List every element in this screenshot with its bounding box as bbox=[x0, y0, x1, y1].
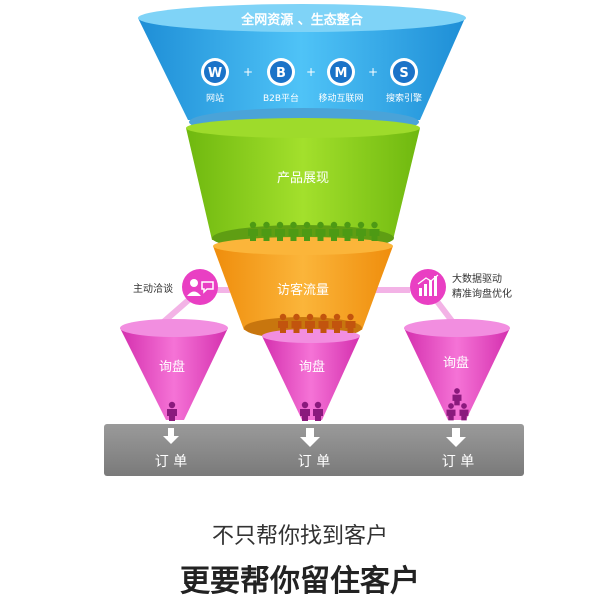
channel-label: 搜索引擎 bbox=[386, 92, 422, 104]
person-icon bbox=[302, 221, 312, 241]
small-funnel-right bbox=[404, 319, 510, 420]
person-icon bbox=[305, 313, 315, 333]
channel-circles: W 网站 B B2B平台 M 移动互联网 S 搜索引擎 bbox=[201, 58, 422, 104]
arrow-down-icon bbox=[163, 428, 179, 444]
person-icon bbox=[446, 403, 456, 421]
person-icon bbox=[318, 313, 329, 333]
stage-visitor-traffic-label: 访客流量 bbox=[277, 282, 329, 298]
person-icon bbox=[275, 221, 285, 241]
funnel-stage-blue bbox=[138, 18, 465, 120]
person-icon bbox=[313, 401, 323, 421]
channel-w-badge: W 网站 bbox=[201, 58, 229, 104]
funnel-stage-orange bbox=[213, 246, 393, 330]
person-icon bbox=[291, 313, 302, 333]
person-icon bbox=[300, 401, 310, 421]
funnel-stage-green bbox=[186, 128, 420, 240]
person-icon bbox=[342, 221, 353, 241]
plus-sign: + bbox=[368, 65, 378, 79]
person-icon bbox=[167, 401, 177, 421]
person-icon bbox=[459, 403, 469, 421]
arrow-down-icon bbox=[300, 428, 320, 447]
bar-chart-icon bbox=[410, 269, 446, 305]
channel-s-badge: S 搜索引擎 bbox=[386, 58, 422, 104]
stage-product-display-label: 产品展现 bbox=[277, 171, 329, 186]
tagline-line1: 不只帮你找到客户 bbox=[211, 524, 388, 549]
person-icon bbox=[345, 313, 356, 333]
channel-circle-inner bbox=[330, 61, 352, 83]
small-funnel-label-center: 询盘 bbox=[299, 359, 325, 375]
people-row-magenta bbox=[167, 388, 469, 421]
channel-letter: M bbox=[335, 66, 348, 81]
people-row-green bbox=[248, 221, 380, 241]
channel-letter: S bbox=[399, 66, 408, 81]
small-funnel-label-left: 询盘 bbox=[159, 359, 185, 375]
people-row-orange bbox=[278, 313, 356, 333]
funnel-green-top bbox=[186, 118, 420, 138]
person-icon bbox=[288, 221, 299, 241]
side-right-label-line1: 大数据驱动 bbox=[452, 272, 502, 285]
person-icon bbox=[452, 388, 462, 406]
chat-icon bbox=[182, 269, 218, 305]
funnel-orange-top bbox=[213, 237, 393, 255]
funnel-top-rim bbox=[138, 4, 466, 32]
order-label-left: 订 单 bbox=[155, 454, 187, 470]
channel-letter: B bbox=[276, 66, 286, 81]
person-icon bbox=[315, 221, 326, 241]
order-label-right: 订 单 bbox=[442, 454, 474, 470]
channel-label: 网站 bbox=[206, 92, 224, 104]
small-funnel-label-right: 询盘 bbox=[443, 355, 469, 371]
person-icon bbox=[261, 221, 272, 241]
channel-circle-inner bbox=[270, 61, 292, 83]
person-icon bbox=[248, 221, 258, 241]
plus-sign: + bbox=[243, 65, 253, 79]
channel-m-badge: M 移动互联网 bbox=[318, 58, 364, 104]
plus-sign: + bbox=[306, 65, 316, 79]
arrow-down-icon bbox=[446, 428, 466, 447]
channel-circle-inner bbox=[393, 61, 415, 83]
person-icon bbox=[278, 313, 288, 333]
side-right-label-line2: 精准询盘优化 bbox=[452, 287, 512, 300]
tagline-line2: 更要帮你留住客户 bbox=[180, 564, 420, 599]
channel-label: B2B平台 bbox=[263, 92, 299, 104]
person-icon bbox=[329, 221, 339, 241]
channel-label: 移动互联网 bbox=[318, 92, 363, 104]
person-icon bbox=[356, 221, 366, 241]
person-icon bbox=[369, 221, 380, 241]
channel-circle-inner bbox=[204, 61, 226, 83]
channel-letter: W bbox=[208, 66, 222, 81]
arrow-down-icons bbox=[163, 428, 466, 447]
plus-signs: + + + bbox=[243, 65, 378, 79]
side-left-label: 主动洽谈 bbox=[133, 282, 173, 295]
funnel-top-title: 全网资源 、生态整合 bbox=[240, 12, 364, 28]
order-bar bbox=[104, 424, 524, 476]
person-icon bbox=[332, 313, 342, 333]
channel-b-badge: B B2B平台 bbox=[263, 58, 299, 104]
order-label-center: 订 单 bbox=[298, 454, 330, 470]
small-funnel-left bbox=[120, 319, 228, 420]
